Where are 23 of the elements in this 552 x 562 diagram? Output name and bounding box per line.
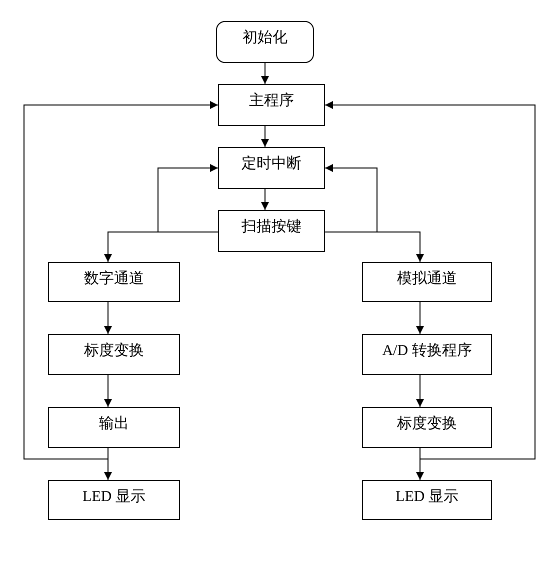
process-box: 标度变换 [362,407,492,448]
arrow [261,62,269,84]
process-box: 定时中断 [218,147,325,189]
start-box: 初始化 [216,21,314,63]
arrow [416,302,424,334]
arrow [324,164,378,232]
arrow [416,374,424,408]
process-box: A/D 转换程序 [362,334,492,375]
arrow [324,101,536,460]
arrow [104,374,112,408]
arrow [24,101,218,460]
process-box: 输出 [48,407,180,448]
process-box: 扫描按键 [218,210,325,252]
process-box: LED 显示 [362,480,492,520]
arrow [104,302,112,334]
process-box: 数字通道 [48,262,180,302]
arrow [261,126,269,148]
process-box: 主程序 [218,84,325,126]
process-box: LED 显示 [48,480,180,520]
arrow [261,188,269,210]
process-box: 模拟通道 [362,262,492,302]
arrow [158,164,218,232]
process-box: 标度变换 [48,334,180,375]
